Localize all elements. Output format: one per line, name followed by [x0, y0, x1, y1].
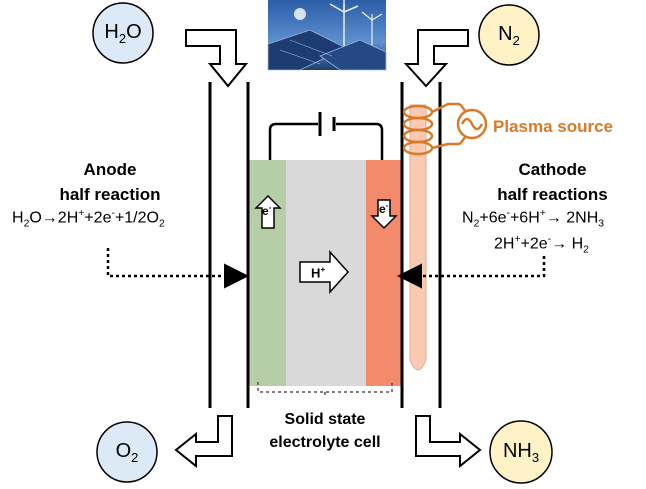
electron-label-cathode: e- — [379, 201, 388, 216]
nh3-sub: 3 — [531, 450, 540, 465]
n2-inlet-arrow — [403, 29, 469, 88]
h2o-inlet-arrow — [185, 29, 249, 88]
n2-circle — [478, 4, 540, 66]
anode-title-line1: Anode — [83, 160, 137, 179]
o2-label: O2 — [87, 440, 167, 465]
cathode-reaction-1: N2+6e-+6H+→ 2NH3 — [462, 208, 604, 230]
n2-sub: 2 — [512, 33, 520, 48]
e-base-1: e — [262, 204, 269, 218]
cathode-reaction-2: 2H++2e-→ H2 — [494, 234, 589, 256]
electron-down-arrow — [370, 199, 398, 230]
nh3-label: NH3 — [481, 440, 561, 465]
c2-c-sub: 2 — [583, 244, 589, 256]
cell-bracket — [257, 382, 393, 398]
plasma-tube — [409, 104, 427, 371]
nh3-outlet-arrow — [415, 415, 482, 469]
c1-c: +6H — [509, 209, 540, 227]
electron-up-arrow — [254, 194, 282, 229]
h2o-base: H — [104, 21, 119, 43]
o2-sub: 2 — [131, 450, 139, 465]
c2-a-sup: + — [514, 234, 521, 245]
anode-rhs-sup1: + — [78, 208, 85, 219]
c2-b-sup: - — [547, 234, 552, 245]
anode-rhs-sub: 2 — [158, 218, 165, 230]
anode-lhs-sub: 2 — [23, 218, 30, 230]
h2o-circle — [92, 2, 154, 64]
o2-outlet-arrow — [174, 415, 233, 469]
h-sup: + — [320, 264, 326, 274]
c2-b: +2e — [520, 235, 548, 253]
c1-d: 2NH — [561, 209, 599, 227]
battery-symbol — [268, 112, 384, 160]
cathode-title-line2: half reactions — [497, 185, 608, 204]
cell-label: Solid state electrolyte cell — [255, 408, 395, 454]
c2-a: 2H — [494, 235, 515, 253]
nh3-base: NH — [502, 440, 532, 462]
anode-reaction: H2O→2H++2e-+1/2O2 — [12, 208, 165, 230]
c1-a: N — [462, 209, 474, 227]
cathode-connector — [397, 256, 546, 289]
anode-connector — [106, 248, 249, 289]
c1-b: +6e — [479, 209, 507, 227]
n2-label: N2 — [469, 23, 549, 48]
anode-rhs-end: +1/2O — [114, 209, 159, 227]
o2-circle — [96, 421, 158, 483]
anode-rhs-mid: +2e — [84, 209, 112, 227]
e-sup-2: - — [385, 201, 389, 210]
coil-icon — [402, 102, 460, 156]
proton-arrow — [299, 250, 350, 294]
anode-lhs-rest: O — [29, 209, 42, 227]
cathode-layer — [366, 160, 403, 386]
cathode-title: Cathode half reactions — [480, 157, 625, 207]
cell-label-line1: Solid state — [284, 411, 366, 428]
nh3-circle — [489, 420, 553, 484]
anode-title: Anode half reaction — [40, 157, 180, 207]
h2o-sub: 2 — [118, 31, 127, 46]
anode-rhs: 2H — [57, 209, 79, 227]
c1-arrow: → — [545, 209, 562, 227]
cell-label-line2: electrolyte cell — [269, 434, 381, 451]
h2o-label: H2O — [83, 21, 163, 46]
c1-c-sup: + — [539, 208, 546, 219]
ac-source-icon — [456, 103, 488, 145]
c2-c: H — [567, 235, 584, 253]
anode-arrow: → — [41, 209, 58, 227]
electron-label-anode: e- — [262, 203, 271, 218]
anode-lhs-base: H — [12, 209, 24, 227]
c2-arrow: → — [551, 235, 568, 253]
e-sup-1: - — [268, 203, 272, 212]
c1-b-sup: - — [506, 208, 510, 219]
proton-label: H+ — [311, 264, 325, 280]
solar-wind-image — [267, 0, 387, 71]
n2-base: N — [498, 23, 513, 45]
o2-base: O — [115, 440, 132, 462]
cathode-title-line1: Cathode — [518, 160, 587, 179]
c1-d-sub: 3 — [598, 218, 605, 230]
anode-title-line2: half reaction — [59, 185, 161, 204]
h-base: H — [311, 265, 321, 281]
e-base-2: e — [379, 202, 386, 216]
h2o-rest: O — [126, 21, 142, 43]
plasma-source-label: Plasma source — [493, 117, 614, 136]
anode-rhs-sup2: - — [111, 208, 115, 219]
anode-layer — [248, 160, 286, 386]
c1-a-sub: 2 — [473, 218, 480, 230]
